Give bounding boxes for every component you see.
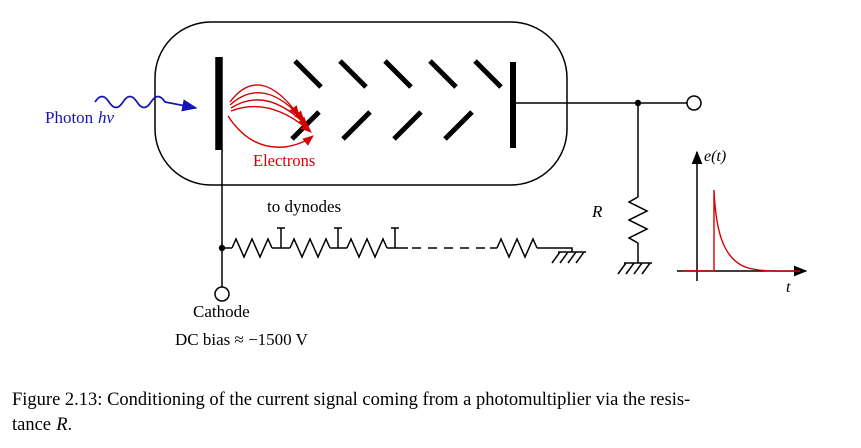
photon-label-math: hν <box>97 108 114 127</box>
electrons-label: Electrons <box>253 151 316 170</box>
electron-trajectories <box>227 84 314 148</box>
divider-resistor <box>289 237 331 259</box>
photon-wavy-arrow <box>94 95 198 112</box>
divider-resistor <box>496 237 538 259</box>
caption-line-2-text: tance <box>12 415 52 435</box>
dynodes-bottom-row <box>290 110 474 141</box>
divider-resistor <box>346 237 388 259</box>
to-dynodes-label: to dynodes <box>267 197 342 216</box>
photon-label-text: Photon <box>45 108 94 127</box>
caption-line-2-math: R <box>56 415 68 435</box>
cathode-terminal <box>214 286 230 302</box>
dynode <box>392 110 423 141</box>
dynode <box>443 110 474 141</box>
dynode <box>383 59 413 89</box>
dynode <box>293 59 323 89</box>
signal-graph <box>677 150 808 281</box>
time-axis-label: t <box>786 279 791 296</box>
electron-path <box>227 115 314 148</box>
dynode <box>428 59 458 89</box>
electron-path <box>230 105 312 133</box>
dc-bias-label: DC bias ≈ −1500 V <box>175 330 308 349</box>
load-resistor-branch <box>617 103 653 275</box>
wire <box>537 247 573 252</box>
signal-axis-label: e(t) <box>704 148 727 165</box>
caption-line-1: Figure 2.13: Conditioning of the current… <box>12 390 691 410</box>
dynode <box>341 110 372 141</box>
cathode-label: Cathode <box>193 302 250 321</box>
electron-path <box>229 91 305 122</box>
electron-path <box>229 84 300 117</box>
caption-line-2-period: . <box>67 415 73 435</box>
divider-chain <box>222 227 587 264</box>
divider-resistor <box>231 237 273 259</box>
dynode <box>473 59 503 89</box>
load-resistor <box>627 196 649 244</box>
electron-path <box>230 99 309 128</box>
signal-pulse <box>682 189 801 272</box>
dynodes-top-row <box>293 59 503 89</box>
ground-symbol <box>617 262 653 275</box>
dynode-taps <box>277 227 399 248</box>
load-resistor-label: R <box>592 202 603 221</box>
ground-symbol <box>551 251 587 264</box>
dynode <box>338 59 368 89</box>
output-terminal <box>686 95 702 111</box>
